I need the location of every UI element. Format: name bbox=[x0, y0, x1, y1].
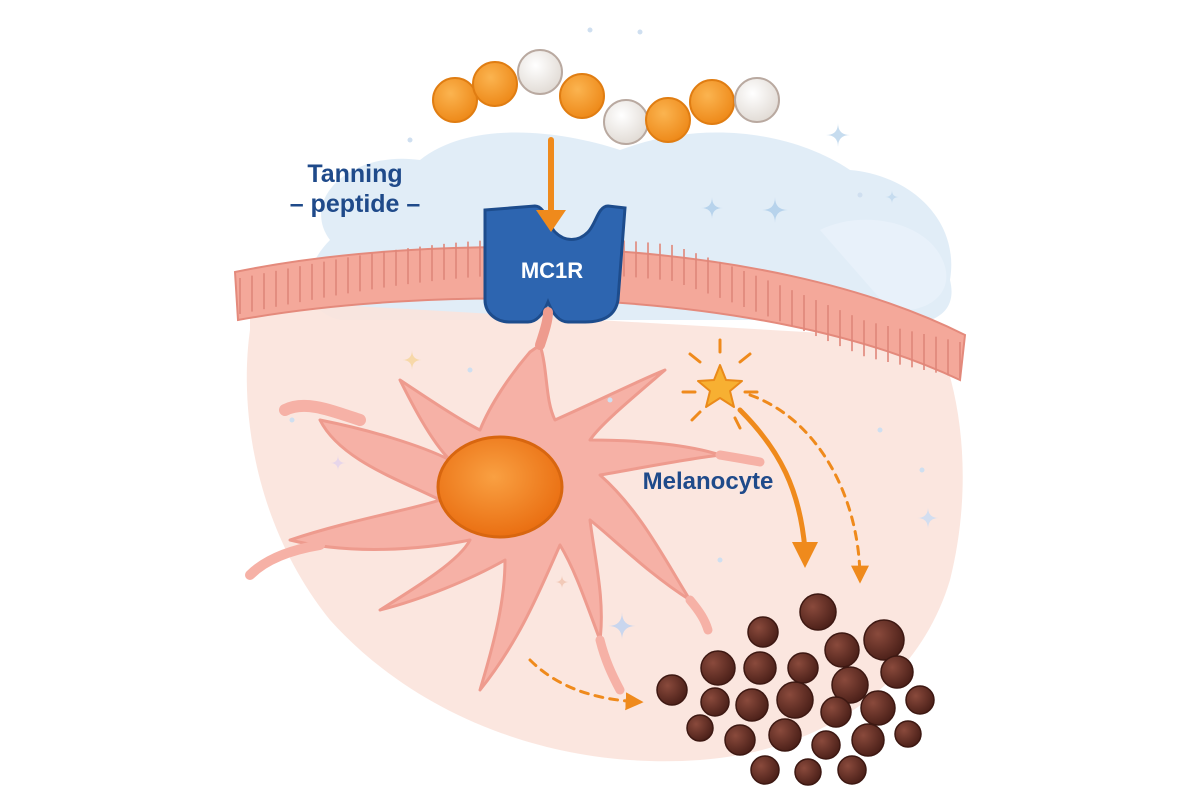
peptide-bead-white bbox=[517, 49, 563, 95]
melanin-granule bbox=[860, 690, 896, 726]
melanin-granule bbox=[799, 593, 837, 631]
star-icon bbox=[681, 338, 759, 430]
mc1r-receptor: MC1R bbox=[483, 204, 627, 324]
sparkle-icon bbox=[608, 612, 636, 640]
melanin-granule bbox=[787, 652, 819, 684]
peptide-bead-orange bbox=[432, 77, 478, 123]
cell-membrane bbox=[233, 238, 967, 382]
melanin-granule bbox=[768, 718, 802, 752]
melanin-cluster bbox=[656, 593, 935, 786]
sparkle-icon bbox=[885, 190, 899, 204]
sparkle-icon bbox=[762, 197, 788, 223]
sparkle-icon bbox=[330, 455, 346, 471]
melanin-granule bbox=[831, 666, 869, 704]
melanin-granule bbox=[747, 616, 779, 648]
peptide-chain bbox=[432, 49, 780, 145]
sparkle-icon bbox=[826, 123, 850, 147]
melanin-granule bbox=[794, 758, 822, 786]
cell-label: Melanocyte bbox=[643, 468, 774, 495]
signal-arrows bbox=[528, 393, 869, 711]
melanin-granule bbox=[824, 632, 860, 668]
melanin-granule bbox=[735, 688, 769, 722]
peptide-bead-orange bbox=[645, 97, 691, 143]
melanin-granule bbox=[750, 755, 780, 785]
melanin-granule bbox=[776, 681, 814, 719]
melanin-granule bbox=[811, 730, 841, 760]
peptide-bead-white bbox=[734, 77, 780, 123]
melanin-granule bbox=[820, 696, 852, 728]
melanin-granule bbox=[743, 651, 777, 685]
melanin-granule bbox=[686, 714, 714, 742]
melanin-granule bbox=[656, 674, 688, 706]
peptide-bead-orange bbox=[472, 61, 518, 107]
peptide-bead-white bbox=[603, 99, 649, 145]
peptide-label-line1: Tanning bbox=[307, 160, 402, 188]
binding-arrow-icon bbox=[536, 137, 566, 232]
melanin-granule bbox=[905, 685, 935, 715]
melanin-granule bbox=[724, 724, 756, 756]
sparkle-icon bbox=[917, 507, 939, 529]
melanin-granule bbox=[851, 723, 885, 757]
peptide-bead-orange bbox=[559, 73, 605, 119]
melanin-granule bbox=[700, 687, 730, 717]
melanin-granule bbox=[894, 720, 922, 748]
melanin-granule bbox=[863, 619, 905, 661]
sparkle-icon bbox=[402, 350, 422, 370]
melanin-granule bbox=[700, 650, 736, 686]
melanin-granule bbox=[837, 755, 867, 785]
sparkle-icon bbox=[289, 27, 939, 640]
sparkle-icon bbox=[555, 575, 569, 589]
sparkle-icon bbox=[701, 197, 723, 219]
peptide-bead-orange bbox=[689, 79, 735, 125]
melanin-granule bbox=[880, 655, 914, 689]
receptor-label: MC1R bbox=[521, 258, 583, 283]
cell-nucleus bbox=[436, 435, 564, 539]
peptide-label-line2: – peptide – bbox=[290, 190, 421, 218]
